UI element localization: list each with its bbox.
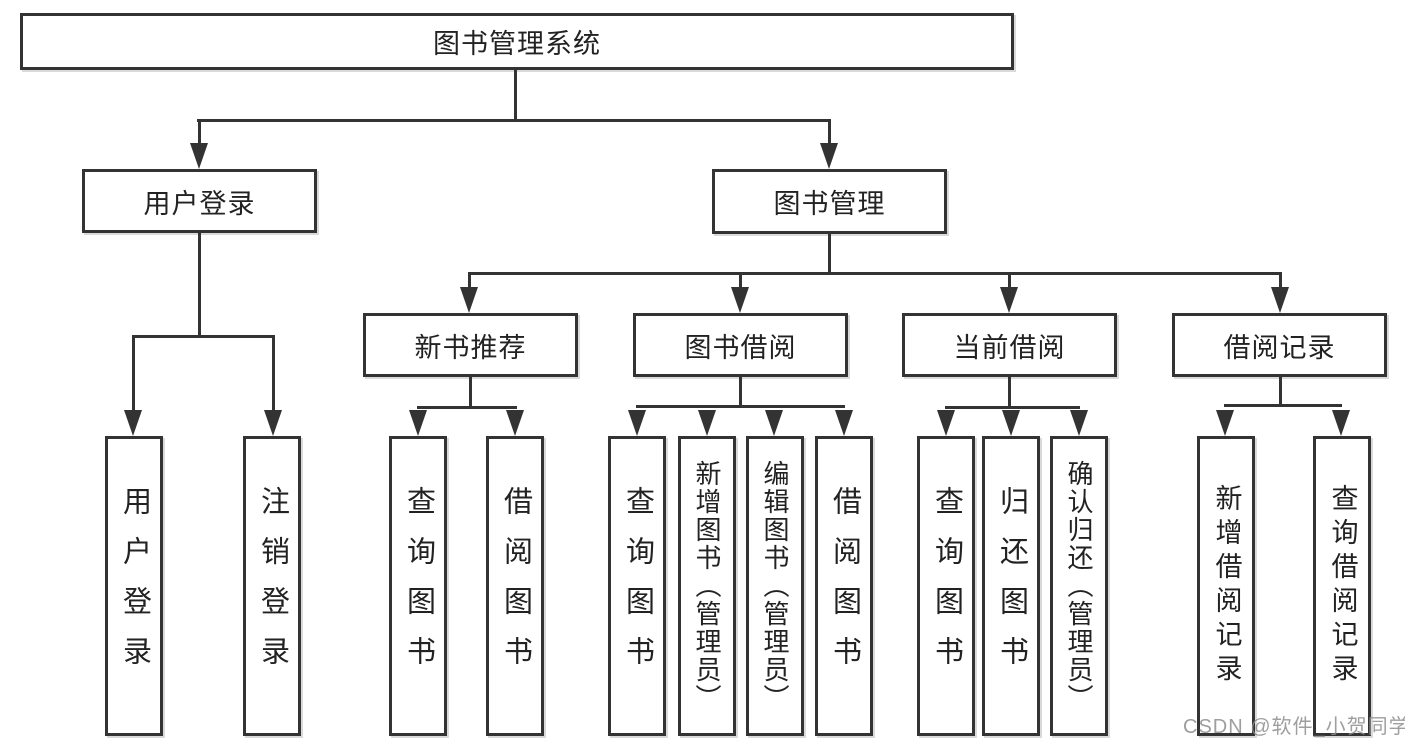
leaf-query-books-borrowing: 查询图书 bbox=[608, 436, 666, 736]
connector-line bbox=[468, 272, 471, 289]
node-label: 查询图书 bbox=[930, 486, 963, 686]
node-label: 借阅记录 bbox=[1223, 332, 1336, 363]
connector-line bbox=[469, 376, 472, 408]
node-label: 用户登录 bbox=[143, 188, 256, 219]
node-label: 新增借阅记录 bbox=[1211, 484, 1242, 688]
arrow-down-icon bbox=[835, 410, 853, 436]
arrow-down-icon bbox=[124, 410, 142, 436]
csdn-watermark: CSDN @软件_小贺同学 bbox=[1183, 716, 1405, 738]
connector-line bbox=[739, 272, 742, 289]
node-root-library-system: 图书管理系统 bbox=[20, 13, 1014, 70]
arrow-down-icon bbox=[506, 410, 524, 436]
connector-line bbox=[636, 405, 845, 408]
node-label: 借阅图书 bbox=[828, 486, 861, 686]
leaf-borrow-books: 借阅图书 bbox=[815, 436, 873, 736]
connector-line bbox=[198, 232, 201, 337]
arrow-down-icon bbox=[937, 410, 955, 436]
arrow-down-icon bbox=[1070, 410, 1088, 436]
arrow-down-icon bbox=[460, 287, 478, 313]
node-label: 用户登录 bbox=[118, 486, 151, 686]
node-label: 图书管理 bbox=[773, 189, 886, 219]
arrow-down-icon bbox=[765, 410, 783, 436]
connector-line bbox=[468, 272, 1282, 275]
arrow-down-icon bbox=[190, 143, 208, 169]
leaf-borrow-books-recommend: 借阅图书 bbox=[486, 436, 544, 736]
connector-line bbox=[514, 69, 517, 122]
node-label: 当前借阅 bbox=[953, 332, 1066, 363]
leaf-user-login: 用户登录 bbox=[105, 436, 163, 736]
connector-line bbox=[1224, 404, 1342, 407]
connector-line bbox=[1008, 272, 1011, 289]
node-current-borrowing: 当前借阅 bbox=[902, 313, 1117, 377]
node-label: 查询图书 bbox=[621, 486, 654, 686]
arrow-down-icon bbox=[820, 143, 838, 169]
node-label: 新书推荐 bbox=[414, 332, 527, 363]
node-user-login: 用户登录 bbox=[82, 169, 317, 233]
node-borrowing-records: 借阅记录 bbox=[1172, 313, 1387, 377]
connector-line bbox=[197, 119, 831, 122]
arrow-down-icon bbox=[1271, 287, 1289, 313]
leaf-query-books-current: 查询图书 bbox=[917, 436, 975, 736]
arrow-down-icon bbox=[698, 410, 716, 436]
node-label: 查询借阅记录 bbox=[1327, 484, 1358, 688]
leaf-logout: 注销登录 bbox=[243, 436, 301, 736]
connector-line bbox=[828, 233, 831, 274]
node-label: 编辑图书（管理员） bbox=[760, 460, 790, 712]
node-label: 确认归还（管理员） bbox=[1064, 460, 1094, 712]
connector-line bbox=[417, 406, 517, 409]
node-label: 图书借阅 bbox=[684, 332, 797, 363]
node-label: 注销登录 bbox=[256, 486, 289, 686]
leaf-add-borrow-record: 新增借阅记录 bbox=[1197, 436, 1255, 736]
node-book-management: 图书管理 bbox=[712, 169, 947, 234]
node-book-borrowing: 图书借阅 bbox=[633, 313, 848, 377]
node-label: 图书管理系统 bbox=[433, 29, 601, 59]
arrow-down-icon bbox=[1002, 410, 1020, 436]
connector-line bbox=[1279, 376, 1282, 406]
leaf-edit-books-admin: 编辑图书（管理员） bbox=[746, 436, 804, 736]
arrow-down-icon bbox=[1000, 287, 1018, 313]
connector-line bbox=[1008, 376, 1011, 408]
leaf-confirm-return-admin: 确认归还（管理员） bbox=[1050, 436, 1108, 736]
arrow-down-icon bbox=[1332, 410, 1350, 436]
node-label: 新增图书（管理员） bbox=[692, 460, 722, 712]
node-new-book-recommendation: 新书推荐 bbox=[363, 313, 578, 377]
leaf-query-borrow-record: 查询借阅记录 bbox=[1313, 436, 1371, 736]
arrow-down-icon bbox=[264, 410, 282, 436]
connector-line bbox=[739, 376, 742, 407]
connector-line bbox=[132, 335, 275, 338]
connector-line bbox=[828, 119, 831, 146]
leaf-query-books-recommend: 查询图书 bbox=[389, 436, 447, 736]
node-label: 借阅图书 bbox=[499, 486, 532, 686]
leaf-add-books-admin: 新增图书（管理员） bbox=[678, 436, 736, 736]
connector-line bbox=[198, 119, 201, 146]
arrow-down-icon bbox=[409, 410, 427, 436]
arrow-down-icon bbox=[731, 287, 749, 313]
arrow-down-icon bbox=[628, 410, 646, 436]
connector-line bbox=[945, 406, 1080, 409]
connector-line bbox=[272, 335, 275, 412]
arrow-down-icon bbox=[1216, 410, 1234, 436]
node-label: 归还图书 bbox=[995, 486, 1028, 686]
leaf-return-books: 归还图书 bbox=[982, 436, 1040, 736]
connector-line bbox=[132, 335, 135, 412]
connector-line bbox=[1279, 272, 1282, 289]
node-label: 查询图书 bbox=[402, 486, 435, 686]
